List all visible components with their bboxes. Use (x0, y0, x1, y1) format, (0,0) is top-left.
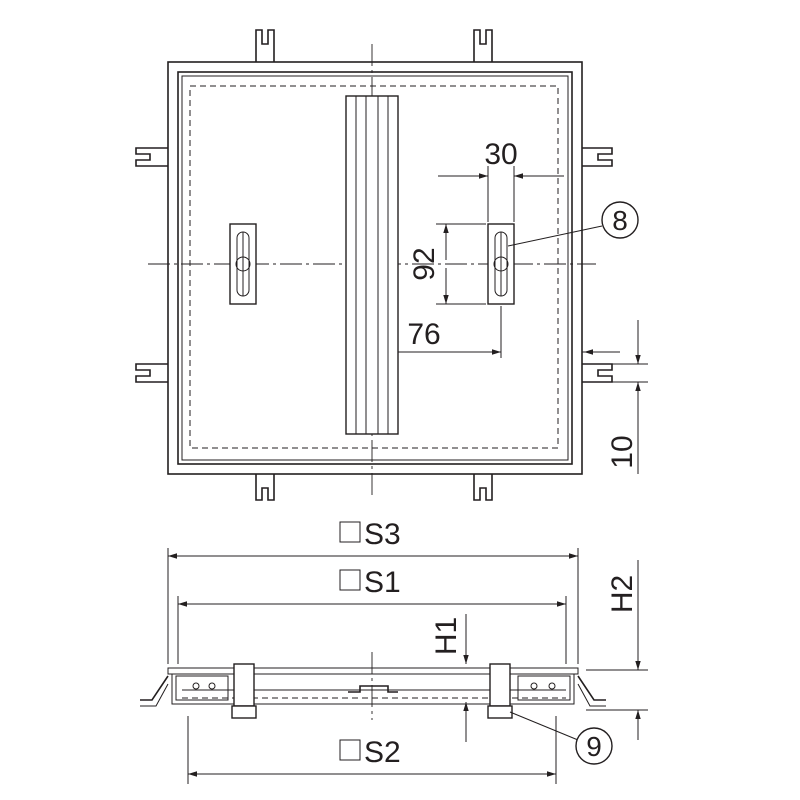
dimension-76-label: 76 (407, 318, 440, 351)
callout-8-label: 8 (612, 205, 628, 236)
lifting-slot-right (487, 223, 515, 305)
dimension-s1: S1 (177, 566, 567, 664)
dimension-92: 92 (408, 223, 486, 305)
dimension-s2-label: S2 (364, 736, 401, 769)
anchor-lug-top-right (473, 29, 493, 62)
frame-inner-edge (181, 75, 569, 461)
dimension-h2: H2 (586, 560, 648, 740)
dimension-76: 76 (397, 306, 620, 358)
hidden-lid-outline (189, 85, 559, 449)
plan-view: 30 92 76 10 (135, 29, 648, 501)
inner-frame (177, 71, 573, 465)
anchor-lug-bottom-left (255, 474, 275, 501)
central-support-bar (345, 95, 399, 435)
dimension-s3-label: S3 (364, 518, 401, 551)
anchor-lug-top-left (255, 29, 275, 62)
dimension-s2: S2 (187, 716, 557, 784)
lifting-slot-left (229, 223, 257, 305)
anchor-lug-right-upper (582, 147, 613, 167)
dimension-h1: H1 (430, 614, 469, 742)
dimension-h2-label: H2 (606, 575, 639, 613)
dimension-10-label: 10 (606, 435, 639, 468)
anchor-lug-left-lower (135, 363, 168, 383)
section-view: S3 S1 H2 H1 (140, 518, 648, 784)
outer-frame (167, 61, 583, 475)
dimension-s1-label: S1 (364, 566, 401, 599)
dimension-10: 10 (606, 320, 648, 474)
callout-8: 8 (507, 201, 639, 247)
dimension-h1-label: H1 (430, 617, 463, 655)
anchor-lug-right-lower (582, 363, 613, 383)
callout-9: 9 (509, 711, 613, 765)
dimension-30: 30 (438, 138, 564, 222)
dimension-30-label: 30 (484, 138, 517, 171)
cover-section-profile (140, 652, 606, 720)
callout-9-label: 9 (586, 731, 602, 762)
dimension-s3: S3 (167, 518, 579, 664)
anchor-lug-bottom-right (473, 474, 493, 501)
dimension-92-label: 92 (408, 247, 441, 280)
anchor-lug-left-upper (135, 147, 168, 167)
